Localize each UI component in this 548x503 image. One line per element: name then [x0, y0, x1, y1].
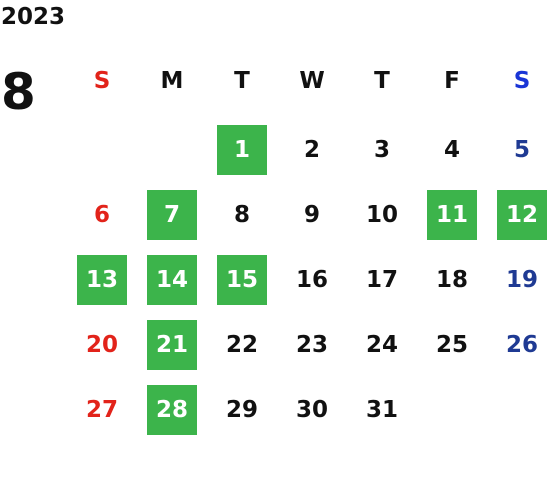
weekday-header: T: [234, 68, 250, 94]
highlighted-day-cell: 11: [427, 190, 477, 240]
weekday-header: M: [160, 68, 184, 94]
day-cell: 20: [85, 332, 118, 358]
weekday-header: W: [299, 68, 325, 94]
day-cell: 6: [93, 202, 110, 228]
weekday-header: S: [93, 68, 111, 94]
day-cell: 8: [233, 202, 250, 228]
highlighted-day-cell: 7: [147, 190, 197, 240]
day-cell: 18: [435, 267, 468, 293]
day-cell: 29: [225, 397, 258, 423]
day-cell: 16: [295, 267, 328, 293]
day-cell: 3: [373, 137, 390, 163]
day-cell: 2: [303, 137, 320, 163]
weekday-header: T: [374, 68, 390, 94]
day-cell: 26: [505, 332, 538, 358]
day-cell: 4: [443, 137, 460, 163]
highlighted-day-cell: 14: [147, 255, 197, 305]
highlighted-day-cell: 15: [217, 255, 267, 305]
day-cell: 19: [505, 267, 538, 293]
highlighted-day-cell: 28: [147, 385, 197, 435]
day-cell: 23: [295, 332, 328, 358]
day-cell: 25: [435, 332, 468, 358]
highlighted-day-cell: 21: [147, 320, 197, 370]
month-number: 8: [1, 63, 36, 121]
day-cell: 27: [85, 397, 118, 423]
day-cell: 9: [303, 202, 320, 228]
day-cell: 10: [365, 202, 398, 228]
day-cell: 24: [365, 332, 398, 358]
highlighted-day-cell: 1: [217, 125, 267, 175]
year-label: 2023: [1, 4, 66, 30]
weekday-header: S: [513, 68, 531, 94]
day-cell: 22: [225, 332, 258, 358]
day-cell: 30: [295, 397, 328, 423]
day-cell: 31: [365, 397, 398, 423]
highlighted-day-cell: 13: [77, 255, 127, 305]
day-cell: 5: [513, 137, 530, 163]
highlighted-day-cell: 12: [497, 190, 547, 240]
weekday-header: F: [444, 68, 460, 94]
day-cell: 17: [365, 267, 398, 293]
